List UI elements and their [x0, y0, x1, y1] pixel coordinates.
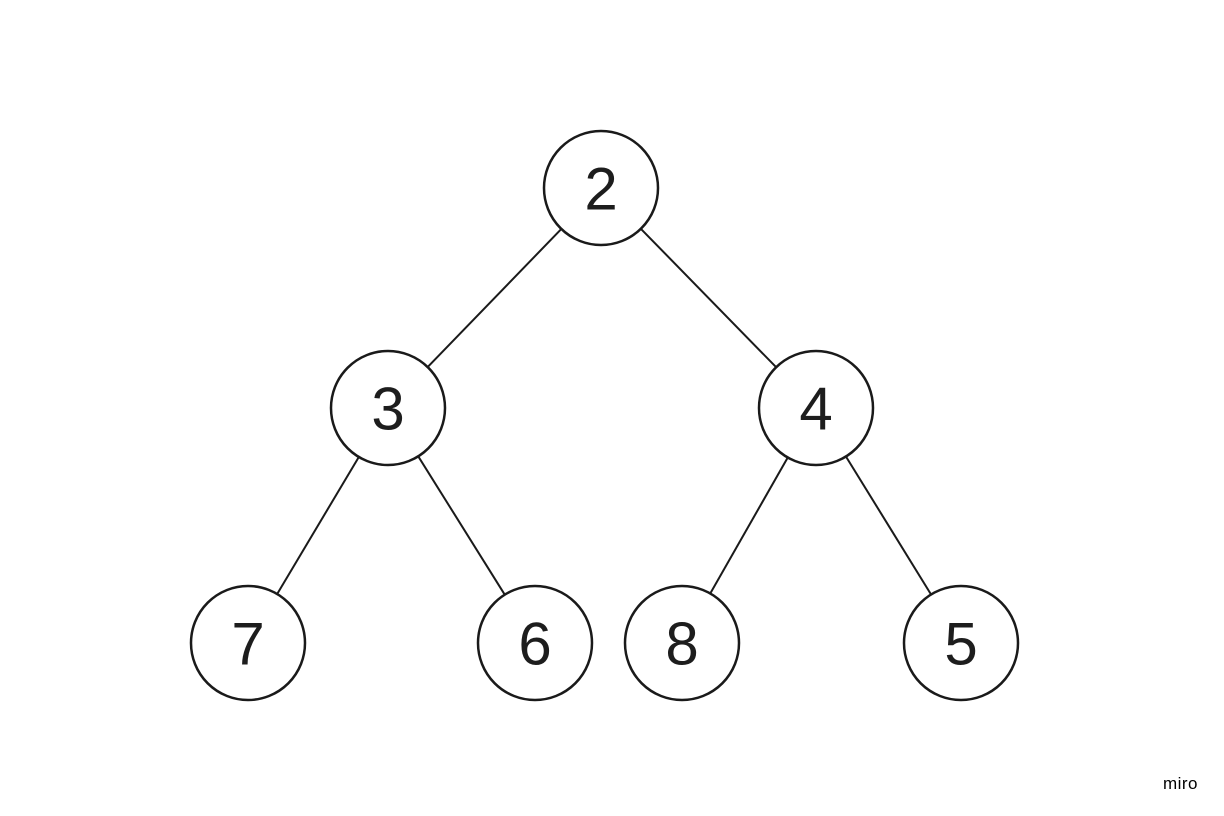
tree-node-label: 2	[584, 156, 617, 223]
tree-node-label: 3	[371, 376, 404, 443]
tree-node-6[interactable]: 6	[476, 584, 594, 702]
tree-node-7[interactable]: 7	[189, 584, 307, 702]
tree-node-circle[interactable]	[542, 129, 660, 247]
tree-node-2[interactable]: 2	[542, 129, 660, 247]
tree-edge-n3-n7[interactable]	[276, 456, 360, 595]
tree-node-circle[interactable]	[902, 584, 1020, 702]
tree-edge-n3-n6[interactable]	[417, 455, 506, 596]
tree-node-label: 6	[518, 611, 551, 678]
tree-node-8[interactable]: 8	[623, 584, 741, 702]
tree-node-circle[interactable]	[189, 584, 307, 702]
tree-node-circle[interactable]	[623, 584, 741, 702]
tree-node-label: 7	[231, 611, 264, 678]
tree-node-label: 4	[799, 376, 832, 443]
tree-node-5[interactable]: 5	[902, 584, 1020, 702]
miro-watermark: miro	[1162, 774, 1198, 793]
tree-node-circle[interactable]	[476, 584, 594, 702]
tree-node-label: 5	[944, 611, 977, 678]
tree-node-label: 8	[665, 611, 698, 678]
tree-edge-n2-n3[interactable]	[426, 228, 563, 368]
tree-node-circle[interactable]	[329, 349, 447, 467]
tree-node-circle[interactable]	[757, 349, 875, 467]
tree-node-4[interactable]: 4	[757, 349, 875, 467]
tree-edge-n4-n5[interactable]	[845, 455, 932, 596]
tree-edge-n2-n4[interactable]	[640, 228, 777, 368]
tree-edge-n4-n8[interactable]	[709, 457, 789, 594]
tree-node-3[interactable]: 3	[329, 349, 447, 467]
